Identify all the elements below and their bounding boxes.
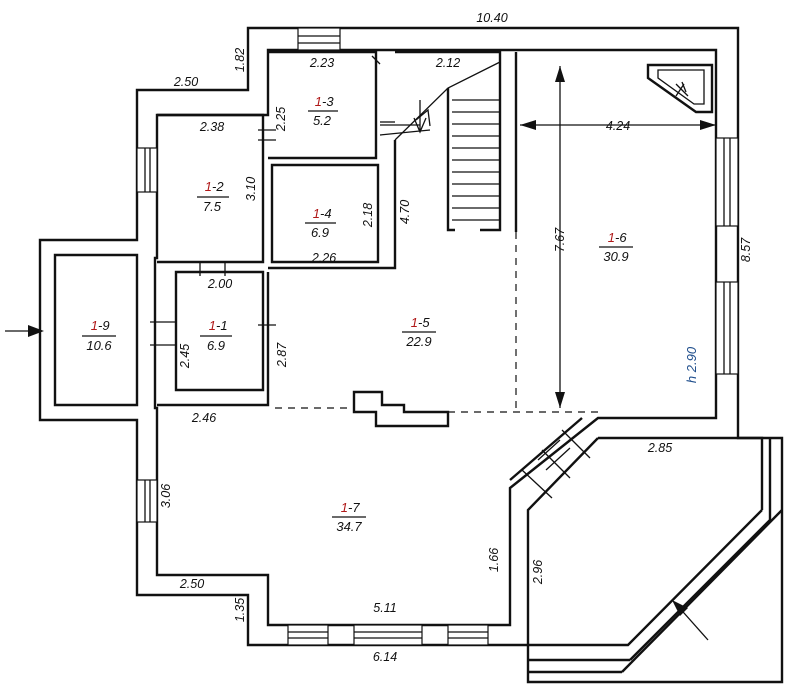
dim-room-1-2-height: 3.10 — [244, 177, 258, 201]
dim-corridor-height: 4.70 — [398, 200, 412, 224]
ceiling-height-label: h 2.90 — [684, 346, 699, 383]
room-1-7-floor: 1 — [341, 500, 348, 515]
svg-text:-1: -1 — [216, 318, 228, 333]
room-1-4-number: 4 — [324, 206, 331, 221]
room-1-9: 1 -9 10.6 — [82, 318, 116, 353]
room-labels: 1 -1 6.9 1 -2 7.5 1 -3 5.2 1 -4 6.9 1 -5 — [82, 94, 633, 534]
room-1-2-area: 7.5 — [203, 199, 222, 214]
room-1-2: 1 -2 7.5 — [197, 179, 229, 214]
svg-text:-3: -3 — [322, 94, 334, 109]
room-1-7-number: 7 — [352, 500, 360, 515]
dim-bay-side-length: 2.96 — [531, 560, 545, 585]
dim-top-width: 10.40 — [476, 11, 507, 25]
room-1-9-area: 10.6 — [86, 338, 112, 353]
dim-room-1-3-width: 2.23 — [309, 56, 334, 70]
dim-room-1-1-width: 2.00 — [207, 277, 232, 291]
staircase — [379, 61, 501, 221]
door-marks — [150, 121, 395, 346]
outer-walls — [38, 26, 784, 684]
svg-text:-6: -6 — [615, 230, 627, 245]
svg-text:1: 1 — [205, 179, 212, 194]
entrance-arrows — [5, 325, 709, 641]
dimension-labels: 10.40 1.82 2.50 2.23 2.12 2.38 2.25 4.24… — [159, 11, 753, 664]
dim-room-1-7-top-left: 2.46 — [191, 411, 216, 425]
dim-bottom-left-offset: 1.35 — [233, 598, 247, 622]
room-1-6-number: 6 — [619, 230, 627, 245]
dim-room-1-7-right-height: 1.66 — [487, 548, 501, 572]
svg-text:1: 1 — [209, 318, 216, 333]
room-1-2-number: 2 — [215, 179, 224, 194]
room-1-2-floor: 1 — [205, 179, 212, 194]
room-1-3-floor: 1 — [315, 94, 322, 109]
dim-left-bottom-width: 2.50 — [179, 577, 204, 591]
svg-text:1: 1 — [313, 206, 320, 221]
dim-room-1-2-width: 2.38 — [199, 120, 224, 134]
dim-room-1-1-height: 2.45 — [178, 344, 192, 369]
dim-room-1-6-width: 4.24 — [606, 119, 630, 133]
room-1-5: 1 -5 22.9 — [402, 315, 436, 349]
dim-room-1-6-height: 7.67 — [553, 227, 567, 252]
svg-text:-2: -2 — [212, 179, 224, 194]
svg-text:-4: -4 — [320, 206, 332, 221]
room-1-9-number: 9 — [102, 318, 109, 333]
interior-walls — [157, 50, 783, 674]
svg-text:1: 1 — [411, 315, 418, 330]
room-1-7: 1 -7 34.7 — [332, 500, 366, 534]
svg-text:1: 1 — [341, 500, 348, 515]
dim-left-top-width: 2.50 — [173, 75, 198, 89]
room-1-5-number: 5 — [422, 315, 430, 330]
dim-bottom-outer-width: 6.14 — [373, 650, 397, 664]
svg-text:1: 1 — [608, 230, 615, 245]
room-1-5-area: 22.9 — [405, 334, 431, 349]
room-1-9-floor: 1 — [91, 318, 98, 333]
dim-room-1-7-left-height: 3.06 — [159, 484, 173, 508]
zone-boundaries — [275, 232, 598, 413]
windows — [136, 27, 739, 646]
dim-room-1-4-height: 2.18 — [361, 203, 375, 228]
svg-text:-7: -7 — [348, 500, 360, 515]
room-1-3: 1 -3 5.2 — [308, 94, 338, 128]
room-1-3-number: 3 — [326, 94, 334, 109]
dim-right-wall-length: 8.57 — [739, 237, 753, 262]
room-1-6-floor: 1 — [608, 230, 615, 245]
dim-room-1-4-width: 2.26 — [311, 251, 336, 265]
room-1-4: 1 -4 6.9 — [305, 206, 336, 240]
room-1-1-area: 6.9 — [207, 338, 225, 353]
dim-top-left-offset: 1.82 — [233, 48, 247, 72]
dimension-lines — [520, 66, 716, 408]
room-1-4-area: 6.9 — [311, 225, 329, 240]
svg-text:-9: -9 — [98, 318, 110, 333]
room-1-6: 1 -6 30.9 — [599, 230, 633, 264]
room-1-5-floor: 1 — [411, 315, 418, 330]
room-1-1: 1 -1 6.9 — [200, 318, 232, 353]
room-1-1-number: 1 — [220, 318, 227, 333]
dim-bay-top-width: 2.85 — [647, 441, 672, 455]
room-1-3-area: 5.2 — [313, 113, 332, 128]
room-1-7-area: 34.7 — [336, 519, 362, 534]
svg-text:1: 1 — [315, 94, 322, 109]
room-1-6-area: 30.9 — [603, 249, 628, 264]
dim-corridor-lower-height: 2.87 — [275, 342, 289, 368]
dim-room-1-3-height: 2.25 — [274, 107, 288, 132]
room-1-1-floor: 1 — [209, 318, 216, 333]
dim-room-1-7-bottom-inner: 5.11 — [373, 601, 396, 615]
room-1-4-floor: 1 — [313, 206, 320, 221]
dim-stair-width: 2.12 — [435, 56, 460, 70]
svg-text:1: 1 — [91, 318, 98, 333]
svg-text:-5: -5 — [418, 315, 430, 330]
